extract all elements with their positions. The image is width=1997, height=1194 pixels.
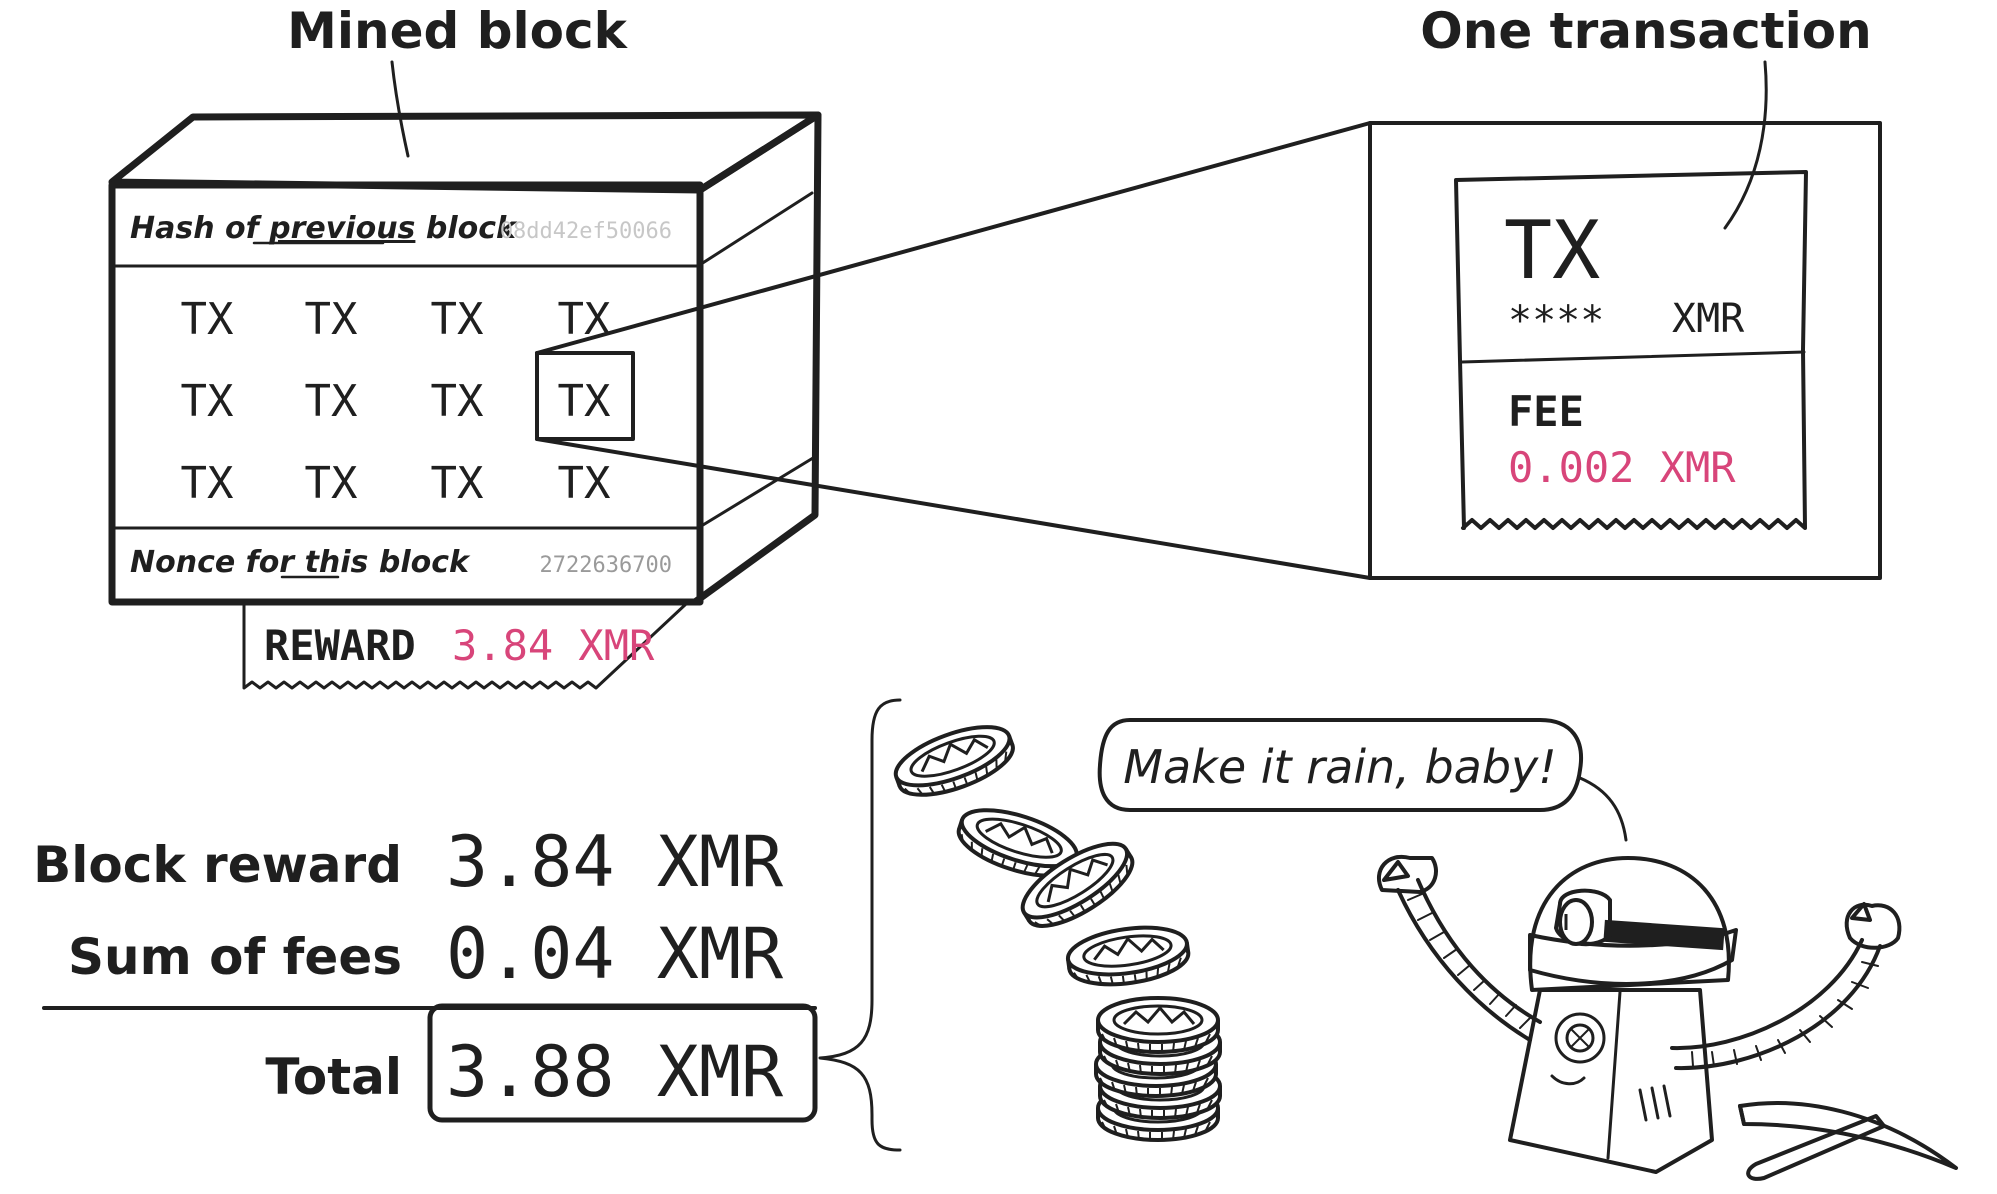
fee-amount: 0.002 XMR [1508,443,1736,492]
mined-block-leader [390,60,410,158]
coins-brace [818,698,902,1152]
speech-bubble: Make it rain, baby! [1097,718,1628,842]
speech-text: Make it rain, baby! [1123,740,1556,794]
tx-cell-highlighted: TX [558,376,611,427]
tx-cell: TX [181,458,234,509]
block-right-face [691,111,822,606]
transaction-zoom-panel [1368,121,1882,580]
mined-block [108,111,822,606]
fee-label: FEE [1508,387,1584,436]
tx-cell: TX [181,376,234,427]
tx-cell: TX [305,376,358,427]
reward-label: REWARD [264,621,416,670]
sum-of-fees-label: Sum of fees [68,928,402,986]
robot-miner-icon [1376,854,1902,1174]
tx-cell: TX [431,376,484,427]
tx-cell: TX [558,458,611,509]
hash-label: Hash of previous block [130,211,518,246]
tx-cell: TX [431,458,484,509]
reward-receipt: REWARD 3.84 XMR [242,602,688,690]
transaction-receipt: TX **** XMR FEE 0.002 XMR [1454,170,1808,530]
hash-value: 08dd42ef50066 [500,219,672,244]
monero-coin-icon [1096,996,1220,1055]
monero-coin-icon [886,713,1023,810]
reward-summary: Block reward 3.84 XMR Sum of fees 0.04 X… [33,821,818,1123]
tx-cell: TX [305,294,358,345]
one-transaction-heading: One transaction [1420,2,1871,60]
nonce-value: 2722636700 [540,553,672,578]
tx-cell: TX [305,458,358,509]
one-transaction-leader [1723,60,1768,230]
tx-currency: XMR [1672,296,1745,342]
sum-of-fees-value: 0.04 XMR [446,913,784,995]
total-box [427,1003,818,1123]
zoom-line-bottom [535,437,1372,580]
block-reward-value: 3.84 XMR [446,821,784,903]
tx-selection-box [535,351,635,441]
tx-title: TX [1504,204,1600,297]
block-reward-label: Block reward [33,836,402,894]
tx-cell: TX [431,294,484,345]
nonce-label: Nonce for this block [130,545,471,580]
tx-grid: TX TX TX TX TX TX TX TX TX TX TX TX [181,294,611,509]
block-front-face [108,181,704,606]
coin-stack [1094,996,1222,1143]
zoom-line-top [535,121,1372,355]
monero-coin-icon [1062,918,1194,995]
total-label: Total [265,1048,402,1106]
tx-masked-amount: **** [1508,298,1604,344]
pickaxe-icon [1738,1101,1958,1181]
tx-cell: TX [181,294,234,345]
tx-cell: TX [558,294,611,345]
total-value: 3.88 XMR [446,1031,784,1113]
mined-block-heading: Mined block [287,2,629,60]
reward-amount: 3.84 XMR [452,621,655,670]
